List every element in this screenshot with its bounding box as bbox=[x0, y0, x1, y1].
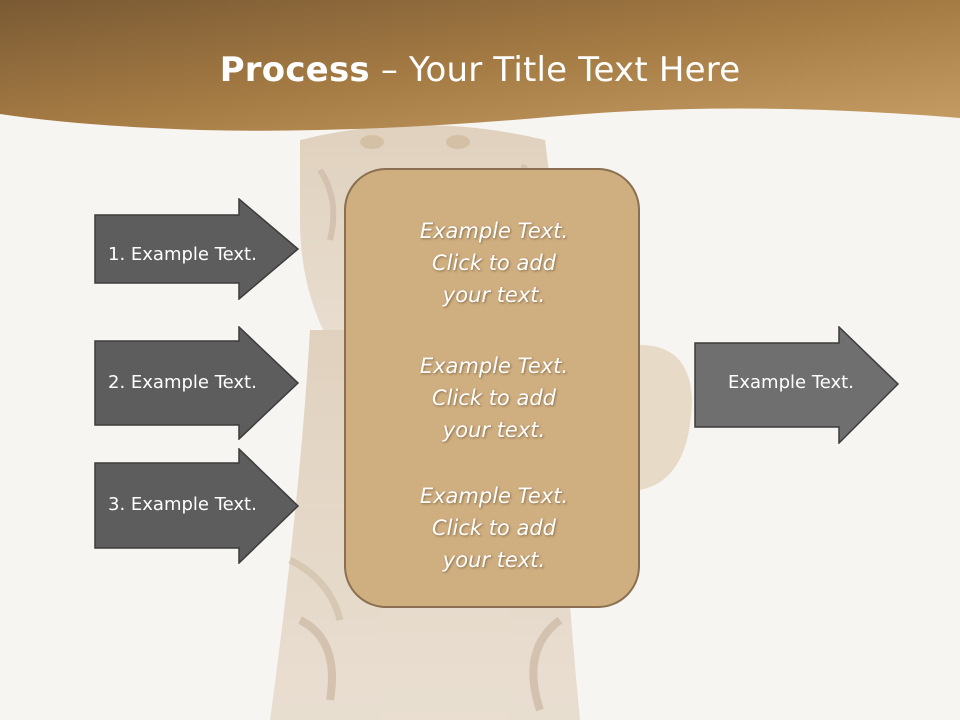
center-block-1-line3: your text. bbox=[442, 283, 546, 307]
center-block-3-line2: Click to add bbox=[431, 516, 556, 540]
input-arrow-3 bbox=[94, 448, 300, 564]
center-block-2-line2: Click to add bbox=[431, 386, 556, 410]
slide-title: Process – Your Title Text Here bbox=[0, 50, 960, 90]
center-block-3-line1: Example Text. bbox=[419, 484, 569, 508]
output-label: Example Text. bbox=[728, 372, 854, 393]
input-label-1: 1. Example Text. bbox=[108, 244, 257, 265]
input-arrow-1 bbox=[94, 198, 300, 300]
center-block-2-line3: your text. bbox=[442, 418, 546, 442]
header-band bbox=[0, 0, 960, 131]
input-label-3: 3. Example Text. bbox=[108, 494, 257, 515]
center-block-3-line3: your text. bbox=[442, 548, 546, 572]
input-arrow-2 bbox=[94, 326, 300, 440]
center-block-1-line1: Example Text. bbox=[419, 219, 569, 243]
center-block-2-line1: Example Text. bbox=[419, 354, 569, 378]
title-bold: Process bbox=[219, 50, 370, 90]
input-label-2: 2. Example Text. bbox=[108, 372, 257, 393]
output-arrow bbox=[694, 326, 900, 444]
center-block-3: Example Text. Click to add your text. bbox=[346, 480, 642, 576]
center-block-1-line2: Click to add bbox=[431, 251, 556, 275]
center-block-1: Example Text. Click to add your text. bbox=[346, 215, 642, 311]
center-block-2: Example Text. Click to add your text. bbox=[346, 350, 642, 446]
title-rest: – Your Title Text Here bbox=[369, 50, 741, 90]
center-box: Example Text. Click to add your text. Ex… bbox=[344, 168, 640, 608]
